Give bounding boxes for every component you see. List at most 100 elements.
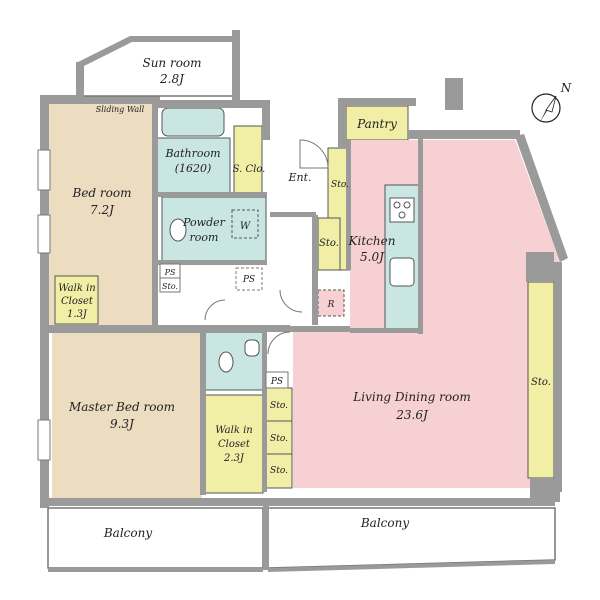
burner-3 (398, 211, 406, 219)
wall-bath-right (262, 100, 270, 140)
s-clo-area (233, 125, 263, 195)
wall-right-column (526, 252, 554, 282)
wall-powder-bottom (155, 260, 267, 265)
balcony-bottom-left (48, 568, 263, 572)
master-bed-room-label: Master Bed room (68, 400, 175, 414)
walk-in-closet-small-line1: Walk in (58, 283, 95, 294)
pantry-label: Pantry (356, 117, 397, 131)
living-dining-label: Living Dining room (352, 390, 470, 404)
north-label: N (560, 81, 572, 95)
wall-bath-bottom (155, 192, 267, 197)
wall-kitchen-bottom (290, 326, 350, 332)
balcony-right-label: Balcony (360, 516, 409, 530)
wall-bottom (40, 498, 555, 506)
sun-room-label: Sun room (142, 56, 201, 70)
wall-ent-top (270, 212, 316, 217)
ent-stair-box (235, 267, 263, 291)
wall-bottom-right-column (530, 478, 560, 502)
s-clo-label: S. Clo. (233, 164, 266, 175)
wall-bed-master (48, 325, 204, 333)
wall-top-bedroom (40, 95, 160, 104)
wall-right (554, 262, 562, 492)
powder-room-line2: room (190, 231, 219, 244)
kitchen-sink (389, 257, 415, 287)
door-swing-bath (279, 289, 303, 313)
bed-room-size: 7.2J (90, 203, 115, 217)
wall-pantry-top (338, 98, 416, 106)
sun-room-wall (78, 36, 240, 66)
living-dining-size: 23.6J (395, 408, 429, 422)
ps-center-label: PS (242, 275, 255, 285)
wall-bed-right (152, 103, 158, 329)
wall-ent-right (312, 215, 318, 325)
wall-master-right (200, 325, 206, 495)
ps-bath-box (265, 371, 289, 389)
door-swing-living (267, 331, 291, 355)
ent-label: Ent. (287, 171, 311, 184)
powder-room-line1: Powder (182, 216, 226, 229)
wall-stack-left (262, 332, 267, 492)
wall-left (40, 95, 49, 508)
wall-right-angled (515, 134, 568, 262)
door-swing-master (204, 299, 226, 321)
wall-kitchen-left (346, 140, 351, 270)
walk-in-closet-small-line2: Closet (61, 296, 94, 307)
window-left-2 (37, 214, 51, 254)
sto-stack-label-3: Sto. (270, 466, 288, 476)
walk-in-closet-small-size: 1.3J (67, 309, 88, 320)
balcony-left-label: Balcony (103, 526, 152, 540)
sto-left-box (159, 277, 181, 293)
kitchen-size: 5.0J (360, 250, 385, 264)
ps-left-label: PS (164, 268, 176, 277)
wall-top-right (408, 130, 520, 139)
toilet-bowl (169, 218, 187, 242)
sink-basin (244, 339, 260, 357)
balcony-right-area (267, 507, 556, 569)
burner-1 (393, 201, 401, 209)
bathroom-label: Bathroom (164, 147, 220, 160)
wall-kitchen-peninsula (350, 328, 420, 333)
ps-bath-label: PS (270, 377, 283, 387)
bathroom-spec: (1620) (175, 162, 212, 175)
window-left-1 (37, 149, 51, 191)
wall-corner-column (445, 78, 463, 110)
sto-left-label: Sto. (162, 282, 178, 291)
kitchen-label: Kitchen (348, 234, 396, 248)
window-left-3 (37, 419, 51, 461)
living-dining-area (293, 140, 560, 488)
master-bed-room-size: 9.3J (110, 417, 135, 431)
washer-label: W (240, 221, 251, 232)
sun-room-left-wall (76, 62, 84, 100)
burner-2 (403, 201, 411, 209)
wall-top-bath (155, 100, 265, 108)
balcony-bottom-right (268, 560, 555, 572)
sto-stack-label-1: Sto. (270, 401, 288, 411)
refrigerator-label: R (327, 300, 335, 310)
balcony-left-area (47, 507, 264, 569)
bed-room-label: Bed room (72, 186, 132, 200)
sto-stack-label-2: Sto. (270, 434, 288, 444)
pantry-area (345, 105, 409, 141)
walk-in-closet-master-size: 2.3J (223, 453, 245, 464)
north-arrow-icon (531, 93, 561, 123)
sun-room-size: 2.8J (159, 72, 185, 86)
washer-box (231, 209, 259, 239)
walk-in-closet-master-line1: Walk in (215, 425, 252, 436)
walk-in-closet-master-area (204, 394, 264, 494)
wall-kitchen-right (418, 138, 423, 334)
sto-right-area (527, 281, 555, 479)
walk-in-closet-small-area (54, 275, 99, 325)
sto-entry-label: Sto. (331, 180, 349, 190)
sliding-wall-label: Sliding Wall (96, 105, 145, 114)
master-bed-room-area (52, 333, 202, 499)
bathroom-area (155, 137, 231, 194)
wall-toilet-top (200, 325, 290, 332)
sun-room-right-wall (232, 30, 240, 100)
toilet-icon (218, 351, 234, 373)
walk-in-closet-master-line2: Closet (218, 439, 251, 450)
sto-center-label: Sto. (319, 238, 339, 249)
sto-right-label: Sto. (531, 377, 551, 388)
balcony-divider (263, 505, 269, 570)
door-swing-ent (299, 139, 329, 169)
